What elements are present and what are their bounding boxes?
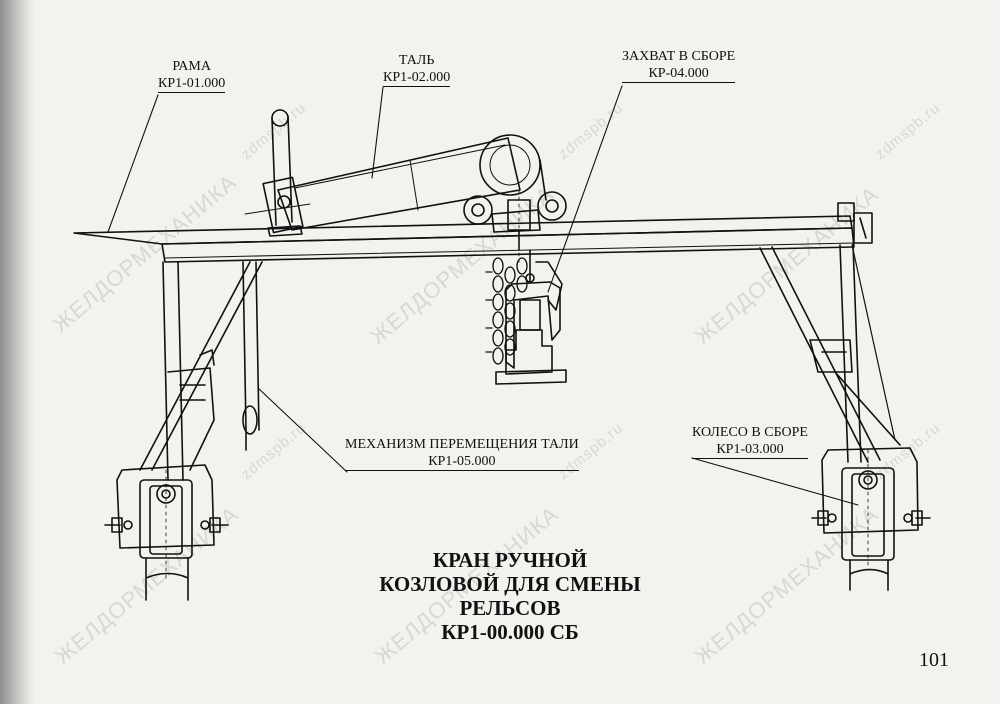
hoist-body — [244, 109, 547, 237]
right-wheel-assembly — [811, 447, 931, 591]
label-hoist: ТАЛЬ КР1-02.000 — [383, 53, 451, 87]
rail-grip — [495, 249, 567, 385]
label-frame: РАМА КР1-01.000 — [158, 59, 226, 93]
label-travel-mechanism: МЕХАНИЗМ ПЕРЕМЕЩЕНИЯ ТАЛИ КР1-05.000 — [345, 437, 579, 471]
trolley — [463, 191, 567, 251]
label-grip: ЗАХВАТ В СБОРЕ КР-04.000 — [622, 49, 736, 83]
centerline-marks — [165, 189, 869, 581]
leader-lines — [107, 85, 859, 506]
right-legs — [759, 243, 901, 463]
label-wheel: КОЛЕСО В СБОРЕ КР1-03.000 — [692, 425, 808, 459]
frame-beam — [73, 202, 873, 263]
book-spine-shadow — [0, 0, 34, 704]
page-number: 101 — [919, 649, 949, 671]
left-legs — [139, 261, 263, 481]
left-wheel-assembly — [104, 464, 229, 601]
drawing-title: КРАН РУЧНОЙ КОЗЛОВОЙ ДЛЯ СМЕНЫ РЕЛЬСОВ К… — [379, 548, 641, 644]
